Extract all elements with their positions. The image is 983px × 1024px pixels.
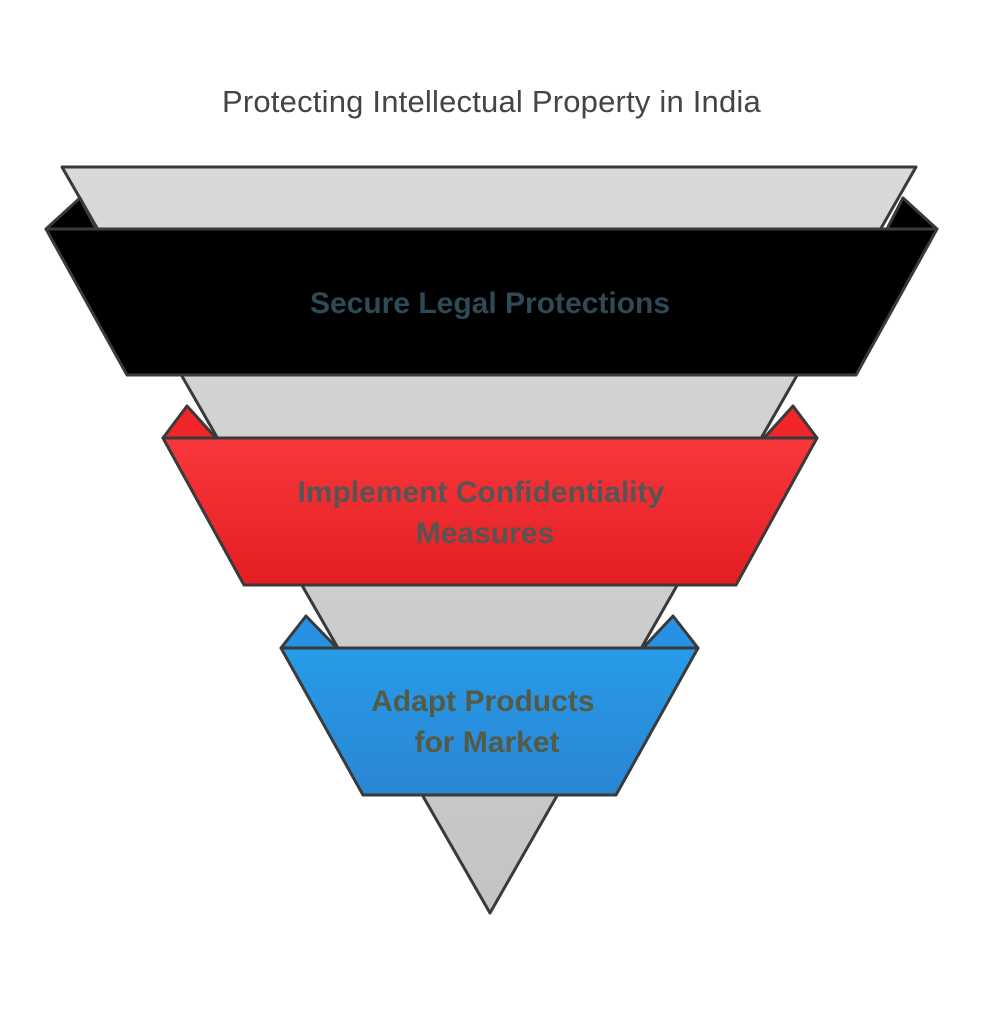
layer-products-band — [279, 646, 700, 797]
layer-products-label-line-2: for Market — [414, 726, 559, 759]
layer-confidentiality-label-line-2: Measures — [416, 517, 554, 550]
layer-legal-band — [44, 227, 939, 377]
page-title: Protecting Intellectual Property in Indi… — [222, 84, 761, 119]
layer-legal-label-line-1: Secure Legal Protections — [310, 287, 670, 320]
layer-confidentiality-label: Implement Confidentiality Measures — [297, 476, 672, 550]
layer-products: Adapt Products for Market — [279, 614, 700, 797]
layer-confidentiality: Implement Confidentiality Measures — [161, 404, 819, 587]
layer-legal-label: Secure Legal Protections — [310, 287, 670, 320]
layer-confidentiality-label-line-1: Implement Confidentiality — [297, 476, 664, 509]
layer-legal: Secure Legal Protections — [44, 196, 939, 377]
layer-confidentiality-band — [161, 436, 819, 587]
layer-products-label: Adapt Products for Market — [371, 685, 603, 759]
layer-products-label-line-1: Adapt Products — [371, 685, 594, 718]
